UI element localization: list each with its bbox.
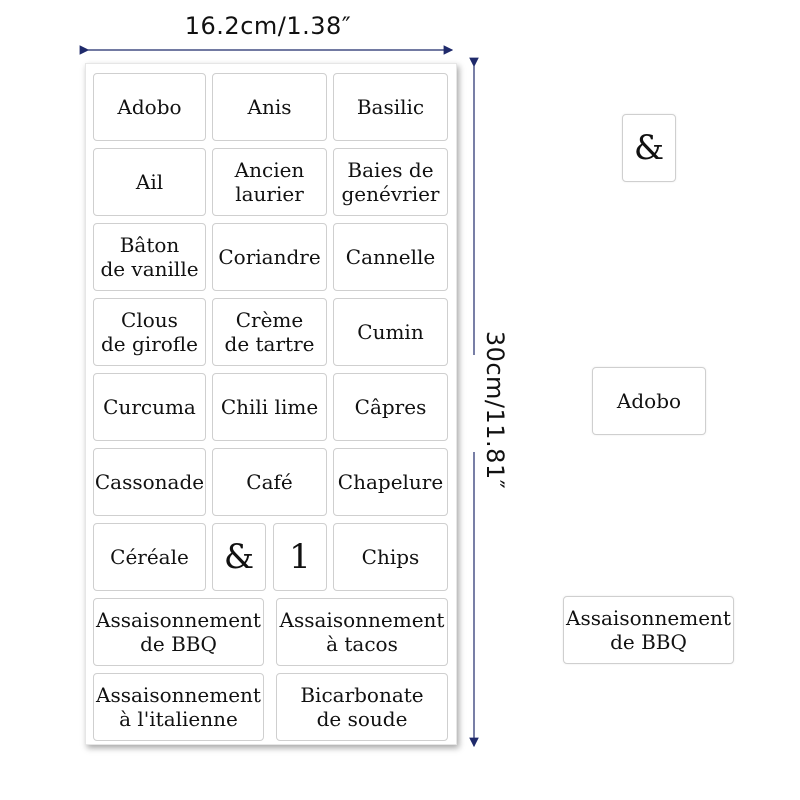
label-cereale: Céréale [93,523,206,591]
sample-label-ampersand: & [622,114,676,182]
label-assaisonnement-de-bbq: Assaisonnement de BBQ [93,598,264,666]
label-assaisonnement-a-tacos: Assaisonnement à tacos [276,598,448,666]
sample-label-assaisonnement-de-bbq: Assaisonnement de BBQ [563,596,734,664]
label-bicarbonate-de-soude: Bicarbonate de soude [276,673,448,741]
label-cannelle: Cannelle [333,223,448,291]
label-clous-de-girofle: Clous de girofle [93,298,206,366]
label-adobo: Adobo [93,73,206,141]
label-anis: Anis [212,73,327,141]
label-number-one: 1 [273,523,327,591]
sample-label-adobo: Adobo [592,367,706,435]
label-chapelure: Chapelure [333,448,448,516]
label-cassonade: Cassonade [93,448,206,516]
label-curcuma: Curcuma [93,373,206,441]
label-baton-de-vanille: Bâton de vanille [93,223,206,291]
label-ail: Ail [93,148,206,216]
label-assaisonnement-a-litalienne: Assaisonnement à l'italienne [93,673,264,741]
width-dimension-label: 16.2cm/1.38″ [184,12,352,40]
label-ampersand: & [212,523,266,591]
label-sheet: Adobo Anis Basilic Ail Ancien laurier Ba… [85,63,457,745]
label-cafe: Café [212,448,327,516]
label-chili-lime: Chili lime [212,373,327,441]
label-capres: Câpres [333,373,448,441]
label-cumin: Cumin [333,298,448,366]
label-basilic: Basilic [333,73,448,141]
label-baies-de-genevrier: Baies de genévrier [333,148,448,216]
label-ancien-laurier: Ancien laurier [212,148,327,216]
label-chips: Chips [333,523,448,591]
label-coriandre: Coriandre [212,223,327,291]
label-creme-de-tartre: Crème de tartre [212,298,327,366]
